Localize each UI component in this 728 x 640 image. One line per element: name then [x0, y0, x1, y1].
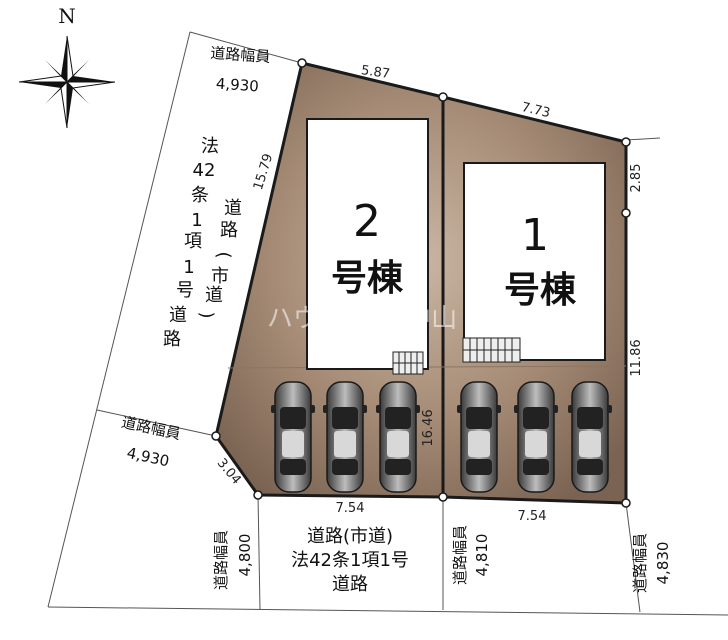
left-road-char: 道: [224, 198, 242, 219]
bottom-road-line-3: 道路: [332, 574, 368, 595]
left-road-char: 道: [205, 285, 223, 306]
left-road-char: (: [213, 251, 234, 258]
bottom-road-line-2: 法42条1項1号: [291, 550, 409, 571]
left-road-char: 1: [191, 210, 202, 231]
car-icon: [456, 381, 502, 493]
lot-2-name: 号棟: [331, 258, 404, 299]
road-width-value: 4,830: [654, 542, 672, 585]
compass-label: N: [58, 4, 76, 28]
road-width-label: 道路幅員: [212, 530, 230, 590]
dim-right-upper: 2.85: [629, 164, 644, 193]
left-road-char: 市: [211, 266, 229, 287]
dim-top-left: 5.87: [360, 63, 391, 82]
left-road-char: 路: [220, 220, 238, 241]
left-road-char: ): [196, 311, 217, 318]
road-width-value: 4,800: [236, 534, 254, 577]
lot-2-number: 2: [353, 196, 381, 247]
road-width-value: 4,930: [125, 444, 171, 471]
lot-1-name: 号棟: [504, 270, 577, 311]
road-width-label: 道路幅員: [120, 413, 182, 443]
road-width-label: 道路幅員: [210, 44, 271, 66]
watermark: ハウスドゥ 中山: [267, 304, 457, 334]
dim-bottom-right: 7.54: [518, 509, 547, 524]
dim-right-lower: 11.86: [629, 339, 644, 376]
road-width-label: 道路幅員: [631, 533, 649, 593]
road-width-label: 道路幅員: [451, 525, 469, 585]
car-icon: [270, 381, 316, 493]
compass-icon: [18, 35, 116, 129]
corner-points: [211, 58, 631, 508]
left-road-char: 法: [201, 136, 219, 157]
left-road-char: 道: [169, 305, 187, 326]
left-road-char: 42: [193, 160, 216, 181]
left-road-char: 路: [163, 329, 181, 350]
grating-icon: [462, 337, 521, 363]
bottom-road-line-1: 道路(市道): [307, 526, 393, 547]
left-road-char: 項: [184, 231, 202, 252]
car-icon: [567, 381, 613, 493]
road-boundaries: [47, 31, 728, 616]
lot-1-number: 1: [521, 210, 549, 261]
car-icon: [322, 381, 368, 493]
building-lot-2: [306, 118, 429, 370]
road-width-value: 4,930: [215, 75, 259, 96]
left-road-char: 号: [176, 280, 194, 301]
road-width-value: 4,810: [473, 534, 491, 577]
building-lot-1: [463, 162, 606, 361]
left-road-char: 1: [183, 257, 194, 278]
car-icon: [375, 381, 421, 493]
grating-icon: [392, 351, 424, 375]
car-icon: [513, 381, 559, 493]
dim-divider: 16.46: [421, 409, 436, 446]
dim-top-right: 7.73: [520, 100, 552, 121]
dim-bottom-left: 7.54: [336, 501, 365, 516]
left-road-char: 条: [191, 185, 209, 206]
